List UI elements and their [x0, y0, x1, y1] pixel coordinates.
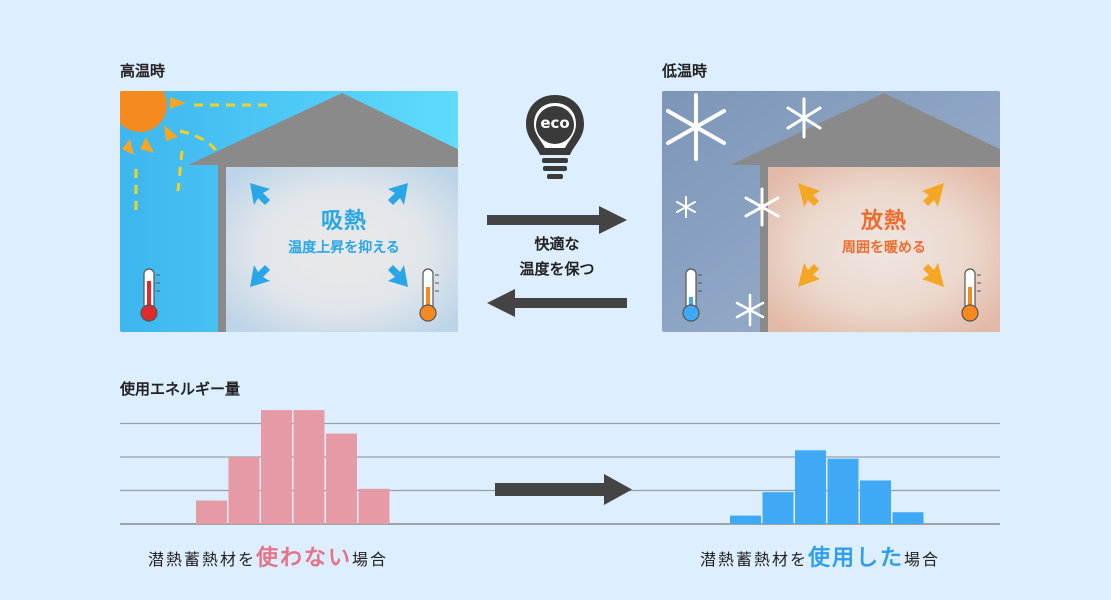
bar-without-material-5: [326, 433, 357, 524]
left-caption-highlight: 使わない: [256, 546, 353, 571]
lightbulb-icon: [526, 95, 584, 179]
left-caption-after: 場合: [352, 550, 389, 569]
energy-heading: 使用エネルギー量: [120, 380, 241, 398]
snowflake-small-icon: [676, 196, 696, 218]
thermometer-hot-icon: [140, 268, 160, 322]
hot-roof: [188, 93, 458, 165]
sun-beams: [134, 103, 270, 211]
arrow-left-icon: [487, 289, 627, 317]
bars-with-material: [730, 450, 924, 524]
hot-interior: [226, 167, 458, 332]
cold-subtitle: 周囲を暖める: [842, 240, 926, 256]
energy-chart: [120, 410, 1000, 525]
right-caption: 潜熱蓄熱材を使用した場合: [700, 540, 940, 572]
bar-with-material-1: [730, 515, 761, 524]
middle-text: 快適な 温度を保つ: [487, 232, 627, 282]
eco-label: eco: [540, 114, 570, 132]
snowflake-inside-icon: [744, 187, 780, 227]
thermometer-warm-icon: [961, 268, 981, 322]
left-caption: 潜熱蓄熱材を使わない場合: [148, 540, 388, 572]
right-caption-highlight: 使用した: [808, 546, 905, 571]
arrow-right-icon: [487, 206, 627, 234]
bar-without-material-3: [261, 410, 292, 524]
chart-arrow-icon: [495, 474, 632, 505]
hot-title: 吸熱: [320, 209, 367, 234]
snowflake-bottom-icon: [735, 293, 765, 327]
bar-with-material-3: [795, 450, 826, 524]
bar-with-material-5: [860, 480, 891, 524]
eco-bulb: eco: [522, 92, 588, 188]
sun-icon: [120, 91, 167, 132]
thermometer-cold-icon: [682, 268, 702, 322]
hot-panel: 吸熱 温度上昇を抑える: [120, 91, 458, 332]
bars-without-material: [196, 410, 390, 524]
snowflake-medium-icon: [786, 97, 822, 139]
inward-arrows-icon: [250, 183, 408, 287]
sun-rays-icon: [122, 97, 186, 155]
hot-heading: 高温時: [120, 62, 166, 80]
cold-heading: 低温時: [662, 62, 708, 80]
right-caption-before: 潜熱蓄熱材を: [700, 550, 809, 569]
bar-with-material-4: [827, 458, 859, 524]
middle-text-line1: 快適な: [534, 235, 580, 253]
bar-without-material-2: [228, 457, 260, 524]
snowflake-large-icon: [666, 93, 726, 161]
thermometer-warm-icon: [419, 268, 439, 322]
bar-with-material-6: [892, 512, 924, 524]
left-caption-before: 潜熱蓄熱材を: [148, 550, 257, 569]
cold-panel: 放熱 周囲を暖める: [662, 91, 1000, 332]
bar-with-material-2: [762, 492, 794, 524]
bar-without-material-4: [293, 410, 325, 524]
bar-without-material-6: [358, 488, 390, 524]
bar-without-material-1: [196, 500, 227, 524]
hot-scene: [120, 91, 458, 332]
cold-roof: [730, 93, 1000, 165]
hot-subtitle: 温度上昇を抑える: [288, 240, 400, 256]
outward-arrows-icon: [798, 183, 944, 287]
cold-title: 放熱: [860, 209, 907, 234]
right-caption-after: 場合: [904, 550, 941, 569]
cold-scene: [662, 91, 1000, 332]
middle-text-line2: 温度を保つ: [519, 260, 595, 278]
